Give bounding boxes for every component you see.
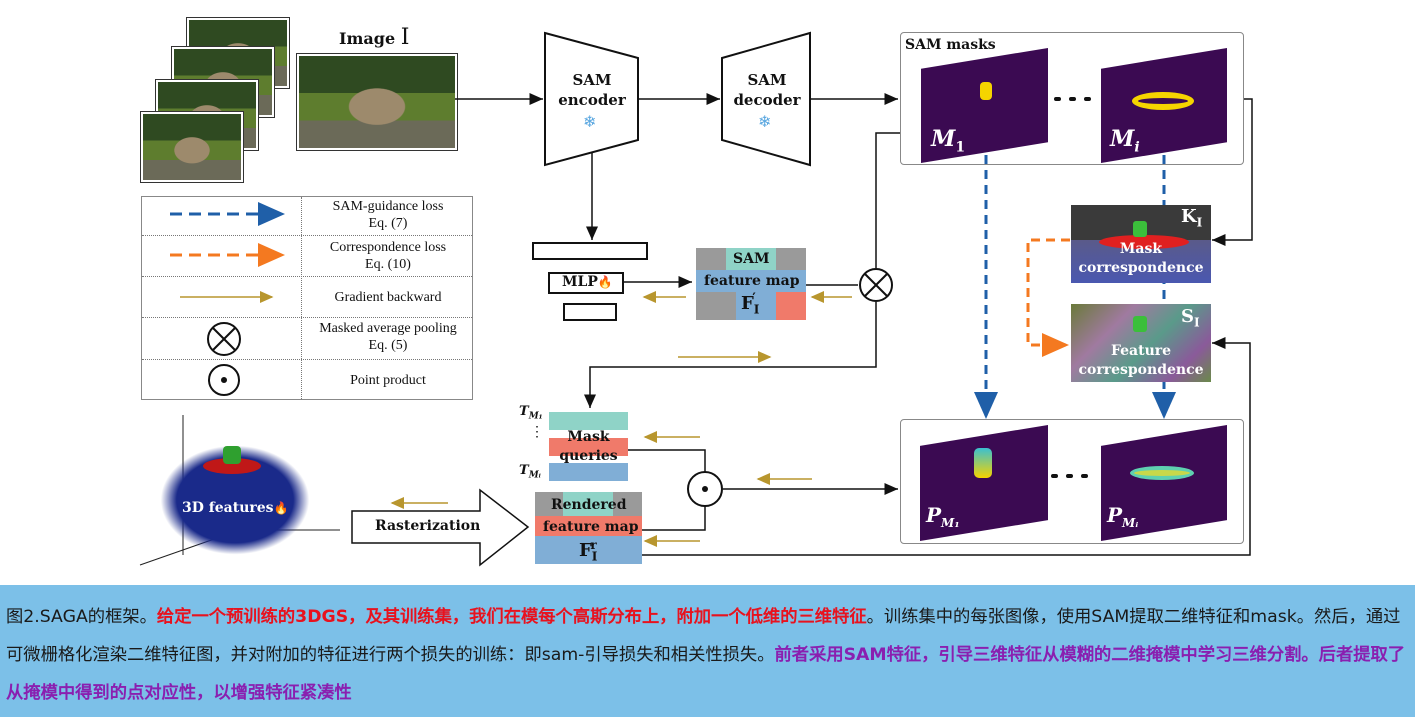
pred-mi-table bbox=[1130, 466, 1194, 480]
pred-m1-panel bbox=[920, 425, 1048, 541]
snowflake-icon: ❄ bbox=[758, 112, 772, 131]
point-cloud-plant bbox=[223, 446, 241, 464]
sam-masks-box bbox=[900, 32, 1244, 165]
pred-m1-plant bbox=[974, 448, 992, 478]
legend-point-product: Point product bbox=[350, 373, 426, 388]
saga-framework-diagram: Image I bbox=[139, 18, 1253, 567]
mask-m1-blob bbox=[980, 82, 992, 100]
fire-icon: 🔥 bbox=[273, 501, 289, 515]
mlp-layer-middle bbox=[548, 272, 624, 294]
rendered-feature-map-symbol: FIr bbox=[579, 538, 598, 564]
query-strip-salmon bbox=[549, 438, 628, 456]
sam-feature-map-symbol: FI′ bbox=[741, 291, 760, 317]
sam-encoder-block bbox=[544, 31, 639, 167]
caption-highlight-red: 给定一个预训练的3DGS，及其训练集，我们在模每个高斯分布上，附加一个低维的三维… bbox=[156, 607, 867, 627]
caption-highlight-purple: 前者采用SAM特征，引导三维特征从模糊的二维掩模中学习三维分割。后者提取了从掩模… bbox=[6, 645, 1406, 703]
pred-mi-label: PMᵢ bbox=[1107, 503, 1139, 530]
legend-gradient-backward: Gradient backward bbox=[334, 290, 442, 305]
point-cloud-table bbox=[203, 458, 261, 474]
sam-feature-map-title: SAM bbox=[733, 251, 770, 267]
pred-m1-label: PM₁ bbox=[926, 503, 960, 530]
mlp-layer-bottom bbox=[563, 303, 617, 321]
mask-m1-label: M1 bbox=[931, 126, 966, 156]
sam-masks-title: SAM masks bbox=[905, 37, 996, 53]
training-image-1 bbox=[141, 112, 243, 182]
mlp-label: MLP🔥 bbox=[562, 274, 613, 290]
mask-correspondence-label: Mask correspondence bbox=[1078, 241, 1204, 276]
legend-symbols bbox=[170, 202, 285, 396]
pred-mi-panel bbox=[1101, 425, 1227, 541]
figure-caption: 图2.SAGA的框架。给定一个预训练的3DGS，及其训练集，我们在模每个高斯分布… bbox=[0, 585, 1415, 717]
snowflake-icon: ❄ bbox=[583, 112, 597, 131]
rendered-feature-map bbox=[535, 492, 642, 564]
mask-m1-panel bbox=[921, 48, 1048, 163]
feature-correspondence-image bbox=[1071, 304, 1211, 382]
rendered-feature-map-subtitle: feature map bbox=[543, 519, 639, 535]
k-label: KI bbox=[1181, 206, 1203, 230]
sam-feature-map bbox=[696, 248, 806, 320]
query-strip-teal bbox=[549, 412, 628, 430]
s-label: SI bbox=[1181, 306, 1200, 330]
caption-body: 。训练集中的每张图像，使用SAM提取二维特征和mask。然后，通过可微栅格化渲染… bbox=[6, 607, 1401, 665]
rasterization-arrow bbox=[351, 488, 530, 567]
caption-intro: 图2.SAGA的框架。 bbox=[6, 607, 157, 627]
mlp-layer-top bbox=[532, 242, 648, 260]
sam-decoder-label: SAM decoder bbox=[733, 71, 801, 109]
input-image bbox=[297, 54, 457, 150]
mask-correspondence-image bbox=[1071, 205, 1211, 283]
feature-correspondence-label: Feature correspondence bbox=[1078, 343, 1204, 378]
sam-feature-map-subtitle: feature map bbox=[704, 273, 800, 289]
mask-mi-label: Mi bbox=[1110, 126, 1140, 156]
rendered-feature-map-title: Rendered bbox=[551, 497, 627, 513]
image-label: Image I bbox=[339, 25, 410, 50]
predicted-masks-box bbox=[900, 419, 1244, 544]
fire-icon: 🔥 bbox=[597, 275, 613, 289]
token-mi-label: TMᵢ bbox=[519, 463, 541, 481]
vertical-ellipsis: ⋮ bbox=[530, 424, 544, 440]
sam-encoder-label: SAM encoder bbox=[558, 71, 626, 109]
token-m1-label: TM₁ bbox=[519, 404, 543, 422]
sam-decoder-block bbox=[721, 31, 811, 167]
rasterization-label: Rasterization bbox=[375, 518, 481, 534]
mask-mi-ring bbox=[1132, 92, 1194, 110]
3d-features-label: 3D features🔥 bbox=[182, 500, 289, 516]
diagram-connections bbox=[139, 31, 1253, 567]
query-strip-blue bbox=[549, 463, 628, 481]
mask-queries-label: Mask queries bbox=[559, 429, 618, 464]
